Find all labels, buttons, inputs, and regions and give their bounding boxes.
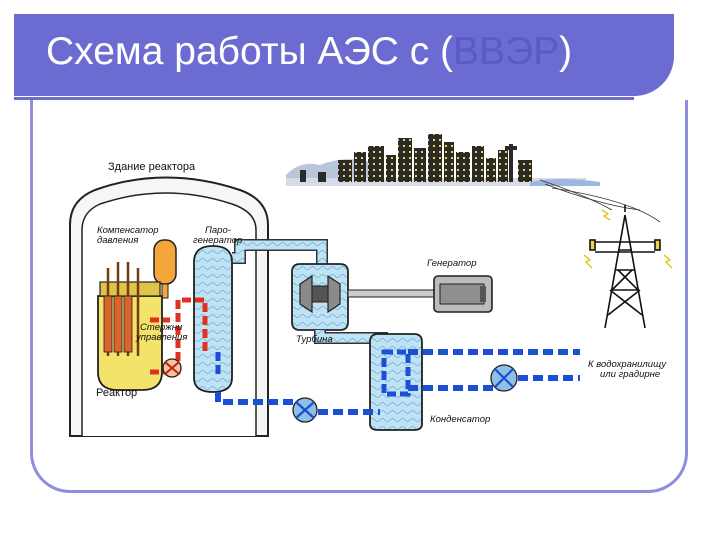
label-control-rods-1: Стержни — [140, 322, 183, 333]
label-turbine: Турбина — [296, 334, 333, 345]
steam-generator — [193, 245, 233, 393]
slide-frame — [30, 100, 688, 493]
city-skyline — [286, 134, 600, 186]
pressurizer — [153, 239, 177, 285]
label-reactor-building: Здание реактора — [108, 161, 196, 173]
label-pressurizer-2: давления — [97, 235, 138, 246]
label-outlet-1: К водохранилищу — [588, 359, 667, 370]
title-underline — [14, 97, 634, 100]
transmission-tower-icon — [583, 205, 673, 329]
slide-title: Схема работы АЭС с (ВВЭР) — [46, 30, 572, 74]
label-generator: Генератор — [427, 258, 477, 269]
label-control-rods-2: управления — [135, 332, 187, 343]
label-steam-generator-2: генератор — [193, 235, 242, 246]
condenser — [369, 333, 423, 431]
title-suffix: ) — [559, 30, 573, 73]
label-outlet-2: или градирне — [600, 369, 660, 380]
title-bar — [14, 14, 674, 96]
label-steam-generator-1: Паро- — [205, 225, 231, 236]
title-prefix: Схема работы АЭС с ( — [46, 30, 454, 73]
label-reactor: Реактор — [96, 387, 137, 399]
turbine-icon — [311, 285, 329, 303]
title-link[interactable]: ВВЭР — [453, 30, 560, 73]
power-lines — [539, 179, 661, 223]
label-condenser: Конденсатор — [430, 414, 490, 425]
label-pressurizer-1: Компенсатор — [97, 225, 159, 236]
